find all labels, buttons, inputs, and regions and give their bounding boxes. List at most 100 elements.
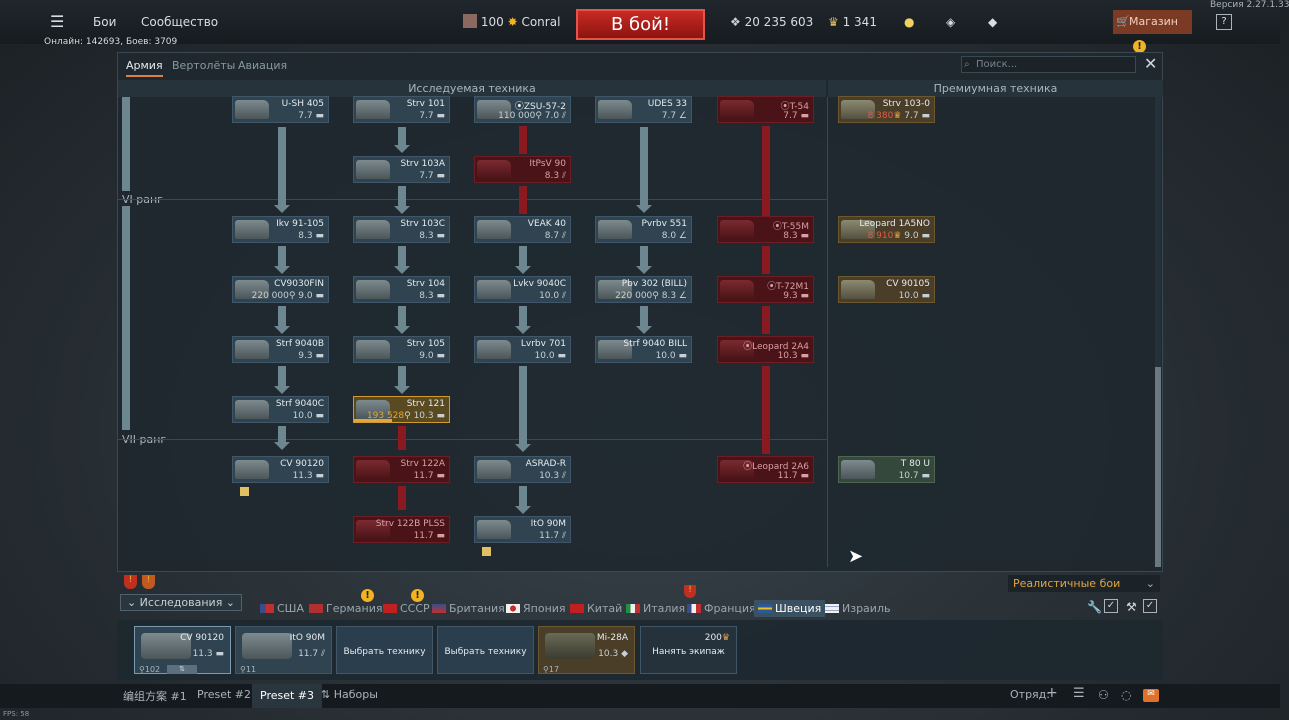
mail-icon[interactable]: ✉ <box>1143 689 1159 702</box>
tank-icon <box>356 100 390 119</box>
spaa-icon <box>477 100 511 119</box>
tank-icon <box>720 100 754 119</box>
search-icon: ⌕ <box>964 59 970 70</box>
play-button[interactable]: В бой! <box>576 9 705 40</box>
scrollbar[interactable] <box>1155 97 1161 567</box>
tab-aviation[interactable]: Авиация <box>238 59 288 72</box>
flag-icon <box>506 604 520 613</box>
nation-japan[interactable]: Япония <box>506 600 566 617</box>
friends-icon[interactable]: ⚇ <box>1098 688 1109 702</box>
wrench-icon[interactable]: 🔧 <box>1087 600 1102 614</box>
menu-battles[interactable]: Бои <box>93 15 117 29</box>
empty-crew-slot[interactable]: Выбрать технику <box>437 626 534 674</box>
preset-tab-1[interactable]: 编组方案 #1 <box>123 690 187 703</box>
lightbulb-icon[interactable]: ● <box>904 15 915 29</box>
nation-germany[interactable]: Германия <box>309 600 382 617</box>
repair-icon[interactable]: ⚒ <box>1126 600 1137 614</box>
shield-warning-icon[interactable]: ! <box>124 575 137 589</box>
research-progress <box>354 419 392 422</box>
flag-icon <box>626 604 640 613</box>
research-toggle-button[interactable]: ⌄ Исследования ⌄ <box>120 594 242 611</box>
golden-eagle-icon: ♛ <box>893 231 902 241</box>
research-points[interactable]: ♛ 1 341 <box>828 15 877 29</box>
nation-britain[interactable]: Британия <box>432 600 505 617</box>
close-icon[interactable]: ✕ <box>1144 54 1158 73</box>
help-icon[interactable]: ? <box>1216 14 1232 30</box>
nation-sweden[interactable]: Швеция <box>754 600 826 617</box>
player-info[interactable]: 100 ✸ Conral <box>463 12 560 32</box>
ticket-icon[interactable]: ◆ <box>988 15 998 29</box>
preset-tab-3[interactable]: Preset #3 <box>252 684 323 708</box>
nation-france[interactable]: Франция <box>687 600 756 617</box>
hire-crew-slot[interactable]: 200♛Нанять экипаж <box>640 626 737 674</box>
silver-lions[interactable]: ❖ 20 235 603 <box>730 15 814 29</box>
menu-icon[interactable]: ☰ <box>50 12 65 31</box>
vehicle-card[interactable]: Pbv 302 (BILL)220 000⚲ 8.3 ∠ <box>595 276 692 303</box>
sets-button[interactable]: ⇅ Наборы <box>321 688 378 701</box>
list-icon[interactable]: ☰ <box>1073 686 1085 701</box>
checkbox-icon[interactable]: ✓ <box>1143 599 1157 613</box>
golden-eagle-icon: ♛ <box>721 633 730 643</box>
menu-community[interactable]: Сообщество <box>141 15 219 29</box>
tab-helicopters[interactable]: Вертолёты <box>172 59 236 72</box>
tank-icon <box>598 220 632 239</box>
tank-icon <box>356 220 390 239</box>
chat-icon[interactable]: ◌ <box>1121 688 1132 702</box>
tank-icon <box>235 340 269 359</box>
flag-icon <box>383 604 397 613</box>
add-squad-icon[interactable]: + <box>1046 685 1058 701</box>
shield-alert-icon[interactable]: ! <box>142 575 155 589</box>
checkbox-icon[interactable]: ✓ <box>1104 599 1118 613</box>
search-input[interactable]: ⌕ Поиск... <box>961 56 1136 73</box>
swap-button[interactable]: ⇅ <box>167 665 197 674</box>
wallet-icon[interactable]: ◈ <box>946 15 956 29</box>
nation-china[interactable]: Китай <box>570 600 622 617</box>
tab-army[interactable]: Армия <box>126 59 163 77</box>
preset-tab-2[interactable]: Preset #2 <box>197 688 252 701</box>
game-mode-select[interactable]: Реалистичные бои⌄ <box>1008 575 1160 592</box>
nation-usa[interactable]: США <box>260 600 304 617</box>
nation-israel[interactable]: Израиль <box>825 600 890 617</box>
shop-button[interactable]: 🛒 Магазин ! <box>1113 10 1192 53</box>
nation-italy[interactable]: Италия <box>626 600 685 617</box>
empty-crew-slot[interactable]: Выбрать технику <box>336 626 433 674</box>
nation-ussr[interactable]: СССР <box>383 600 430 617</box>
tank-icon <box>235 280 269 299</box>
